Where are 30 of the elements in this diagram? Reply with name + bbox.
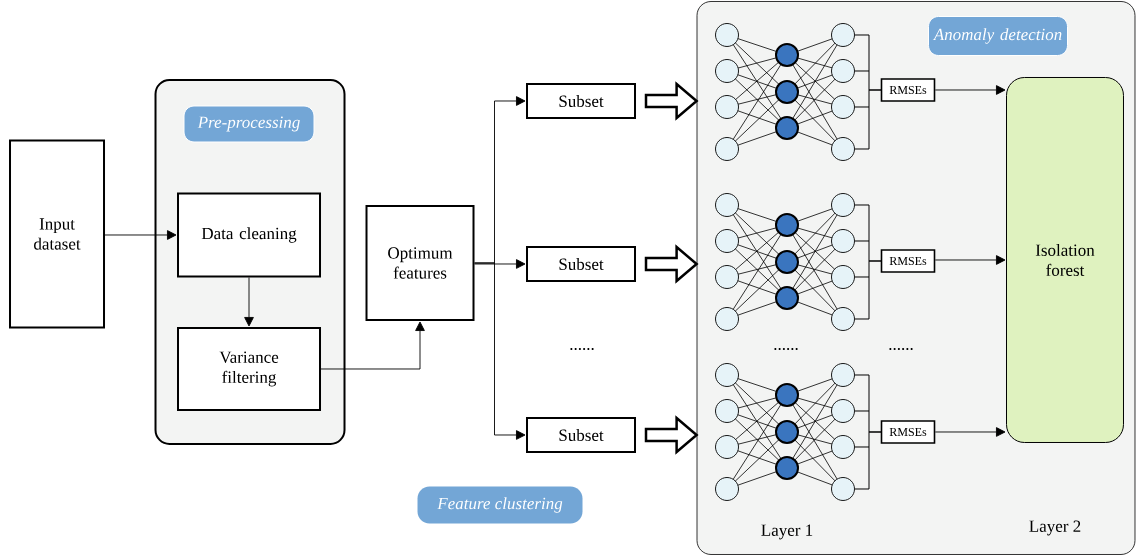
ellipsis: ......	[774, 348, 798, 350]
block-arrow	[644, 415, 699, 455]
arrow	[474, 262, 526, 440]
layer-label: Layer 2	[1029, 520, 1081, 536]
process-box: Optimum features	[365, 205, 475, 321]
process-box: Subset	[526, 246, 636, 282]
block-arrow	[644, 81, 699, 121]
arrow	[934, 85, 1006, 95]
process-box: Subset	[526, 417, 636, 453]
ellipsis: ......	[889, 348, 913, 350]
heading-badge: Pre-processing	[183, 105, 315, 143]
layer-label: Layer 1	[761, 524, 813, 540]
arrow	[104, 230, 177, 240]
arrow	[934, 427, 1006, 437]
heading-badge: Feature clustering	[417, 486, 583, 524]
rmse-box: RMSEs	[880, 420, 936, 444]
block-arrow	[644, 244, 699, 284]
rmse-box: RMSEs	[880, 78, 936, 102]
process-box: Subset	[526, 83, 636, 119]
arrow	[474, 259, 526, 269]
isolation-forest-box: Isolation forest	[1006, 77, 1124, 443]
arrow	[320, 321, 425, 370]
ellipsis: ......	[570, 348, 594, 350]
heading-badge: Anomaly detection	[928, 16, 1068, 56]
process-box: Variance filtering	[177, 327, 321, 411]
rmse-box: RMSEs	[880, 249, 936, 273]
process-box: Input dataset	[9, 139, 105, 329]
arrow	[934, 255, 1006, 265]
arrow	[244, 277, 254, 327]
process-box: Data cleaning	[177, 192, 321, 278]
